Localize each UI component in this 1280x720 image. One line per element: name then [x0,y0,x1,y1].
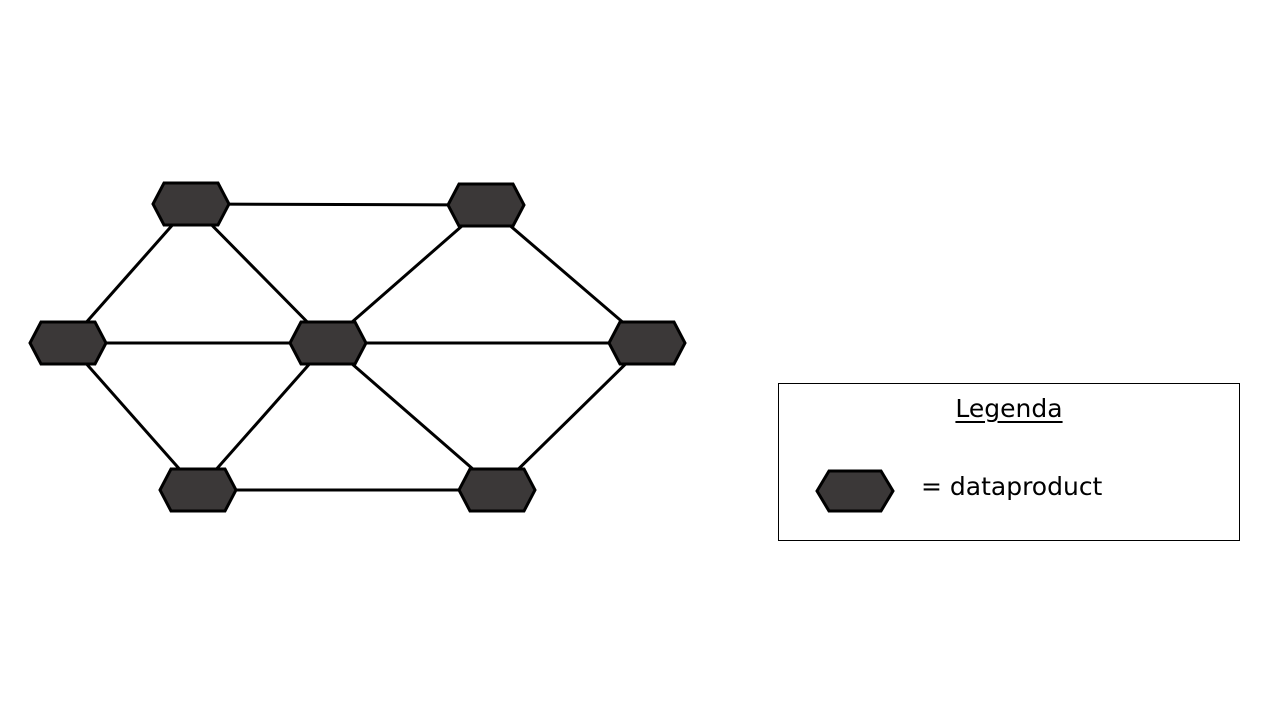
dataproduct-node-top-left [151,181,231,227]
dataproduct-node-right [607,320,687,366]
dataproduct-node-bottom-right [457,467,537,513]
dataproduct-node-bottom-left [158,467,238,513]
network-edges [66,202,649,492]
dataproduct-node-center [288,320,368,366]
dataproduct-node-left [28,320,108,366]
edge-top-right-to-right [485,203,648,345]
hexagon-icon [815,469,895,513]
legend-title: Legenda [955,394,1063,423]
edge-top-left-to-top-right [190,202,487,207]
network-nodes [28,181,687,513]
legend-box: Legenda = dataproduct [778,383,1240,541]
dataproduct-network-diagram [28,181,687,513]
edge-top-right-to-center [327,203,487,345]
edge-right-to-bottom-right [495,341,649,492]
edge-top-left-to-center [189,202,330,345]
edge-center-to-bottom-left [196,342,330,491]
edge-center-to-bottom-right [327,341,498,492]
edge-left-to-bottom-left [66,342,200,491]
edge-top-left-to-left [66,203,193,344]
dataproduct-node-top-right [446,182,526,228]
legend-item-label: = dataproduct [921,472,1103,501]
